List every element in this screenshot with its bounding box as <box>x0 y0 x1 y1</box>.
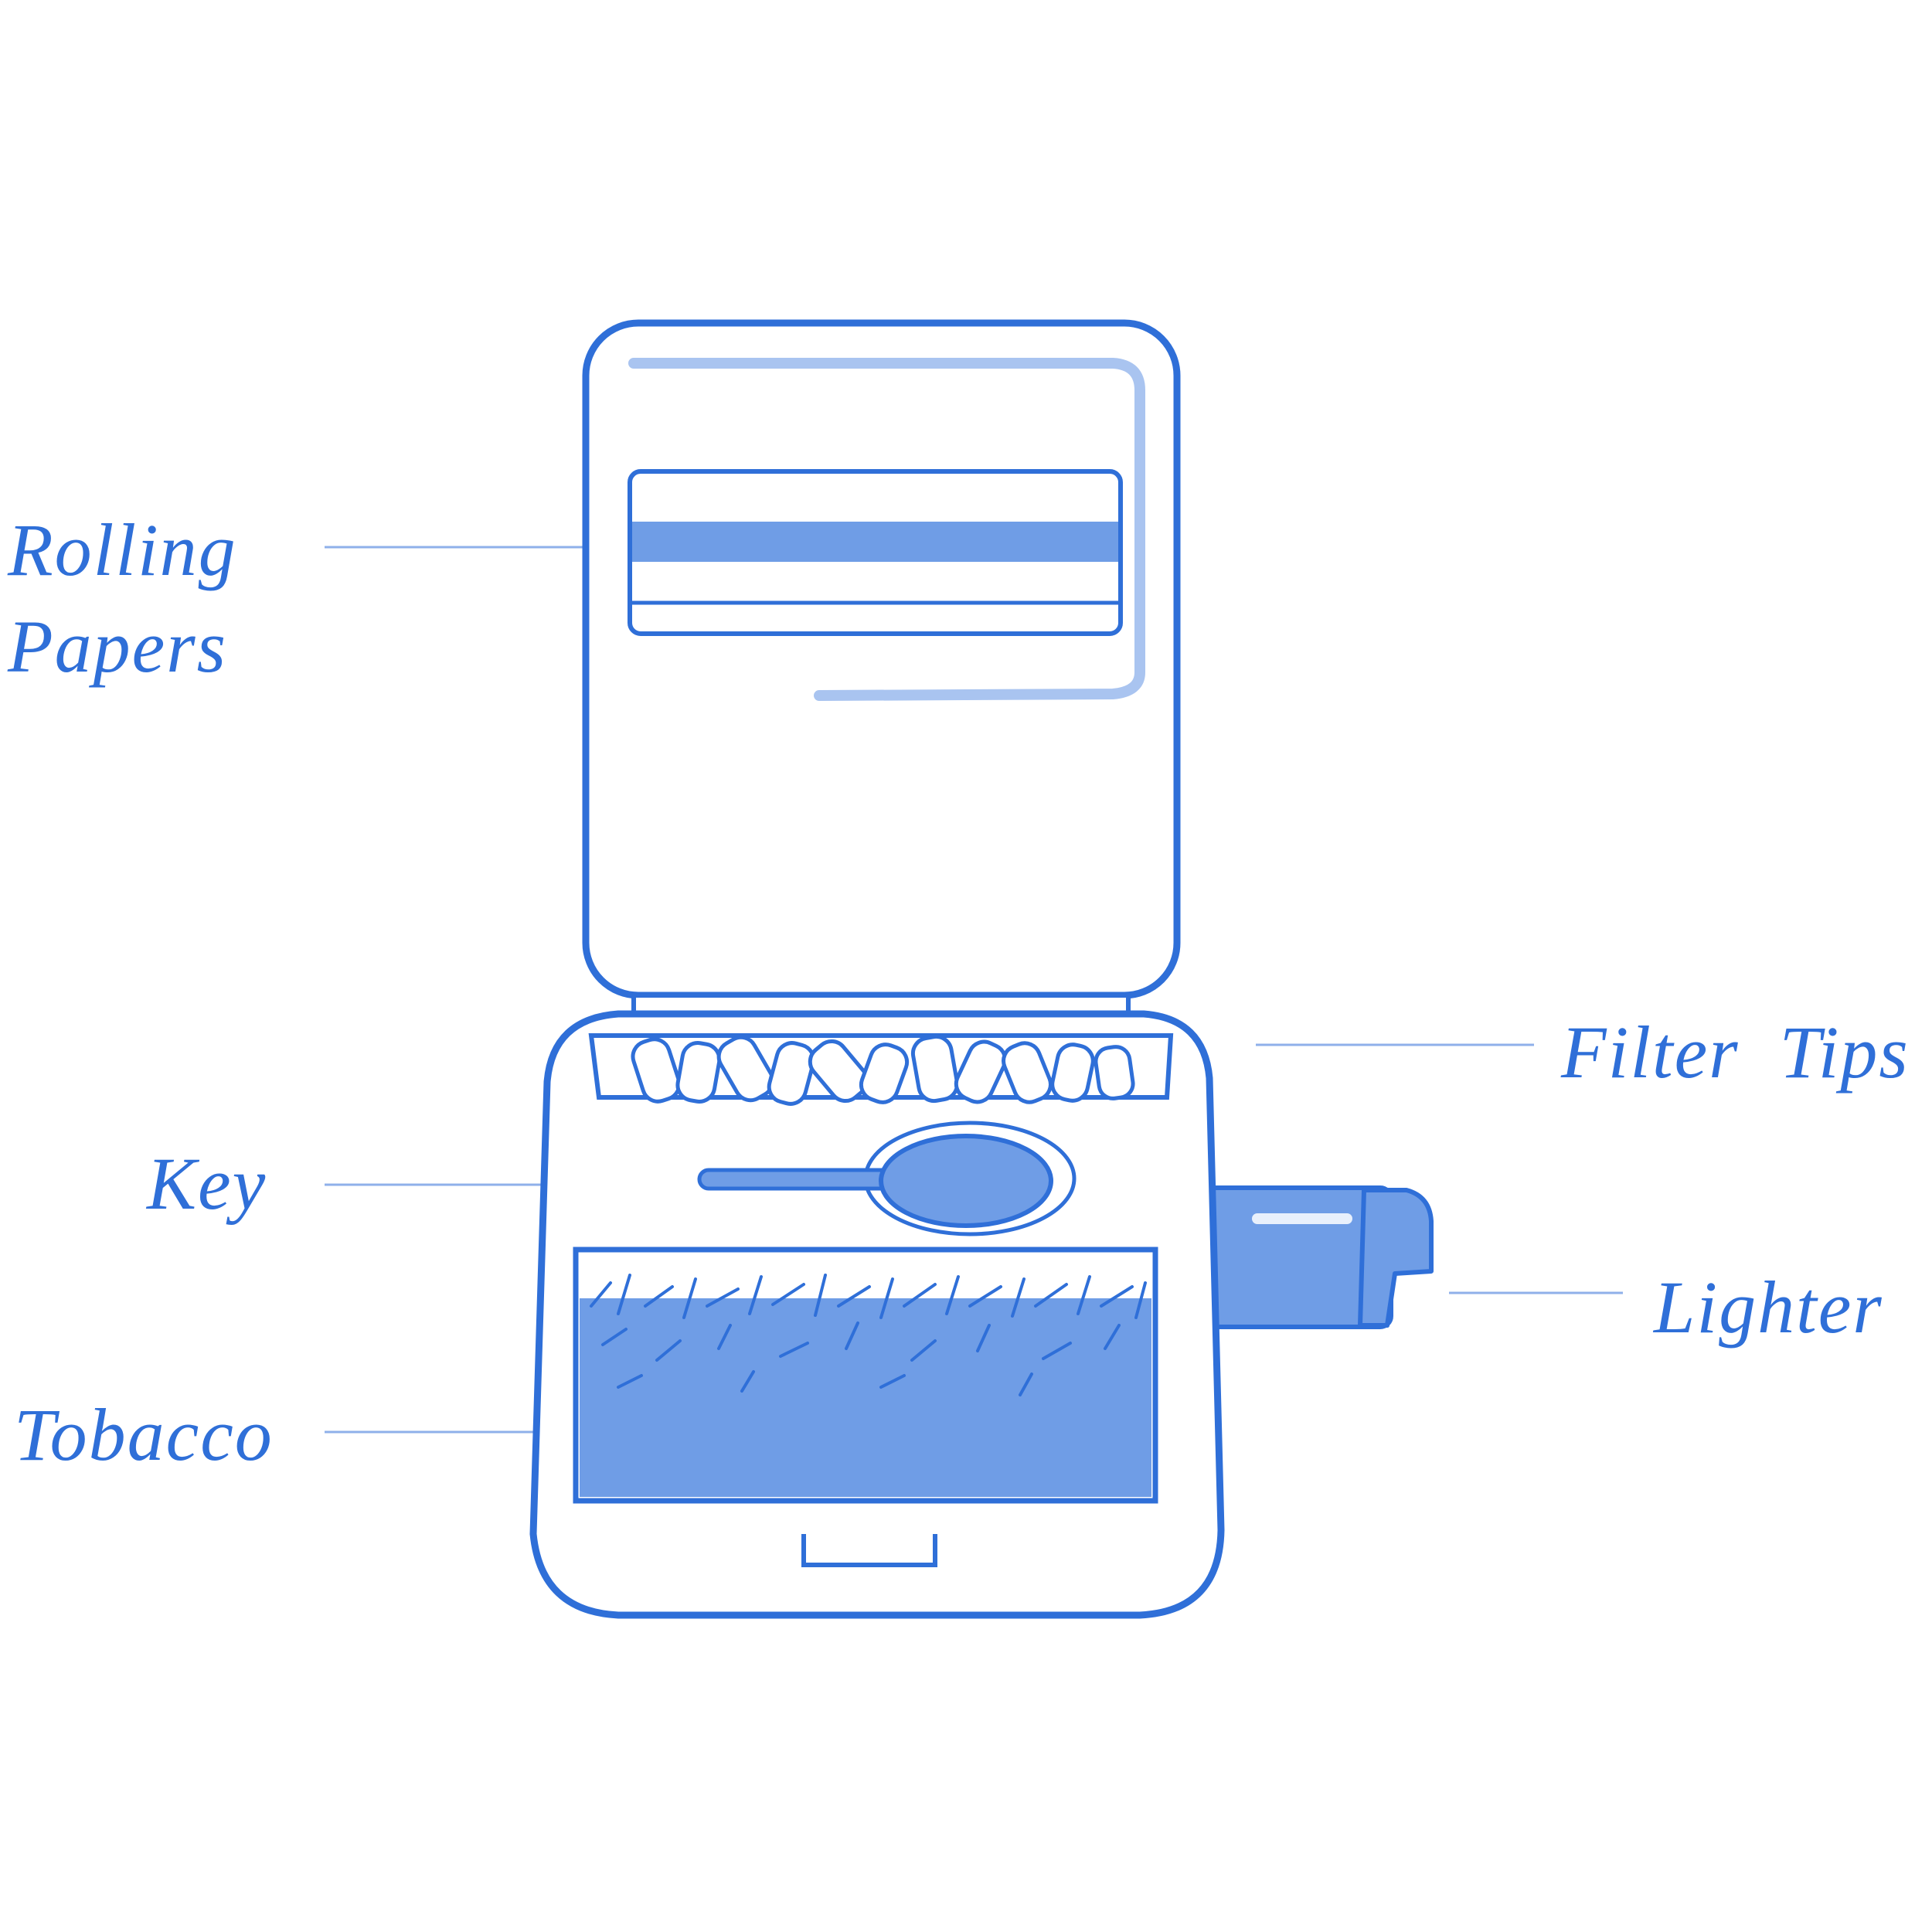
filter-tip <box>1002 1041 1053 1104</box>
filter-tip <box>767 1041 816 1106</box>
filter-tip <box>910 1034 960 1104</box>
lighter <box>1192 1185 1434 1329</box>
lid-outline <box>582 319 1181 999</box>
key <box>697 1134 1053 1228</box>
filter-tip <box>675 1041 722 1104</box>
tobacco-fill <box>580 1298 1151 1497</box>
label-rolling-papers: Rolling Papers <box>8 509 237 688</box>
key-head <box>879 1134 1053 1228</box>
leader-lines <box>325 546 1623 1434</box>
filter-tip <box>859 1043 910 1104</box>
label-lighter: Lighter <box>1654 1266 1883 1349</box>
lighter-highlight <box>1252 1213 1352 1224</box>
tin-bottom-tab <box>801 1534 937 1567</box>
filter-tip <box>808 1039 869 1104</box>
rolling-papers-lid <box>582 319 1181 999</box>
filter-tip <box>954 1039 1008 1104</box>
filter-tip <box>1050 1043 1095 1103</box>
label-tobacco: Tobacco <box>14 1393 274 1476</box>
filter-tip <box>716 1035 775 1103</box>
label-filter-tips: Filter Tips <box>1561 1011 1910 1094</box>
filter-tip <box>1094 1045 1135 1100</box>
tobacco-strands <box>590 1274 1147 1396</box>
filter-tips <box>631 1034 1135 1106</box>
lid-inner-bevel <box>628 358 1145 701</box>
label-key: Key <box>147 1142 267 1225</box>
tin-base <box>529 1010 1225 1619</box>
paper-strip <box>632 522 1118 562</box>
filter-tip <box>631 1037 682 1104</box>
lighter-cap <box>1358 1188 1434 1328</box>
key-shaft <box>697 1168 903 1191</box>
